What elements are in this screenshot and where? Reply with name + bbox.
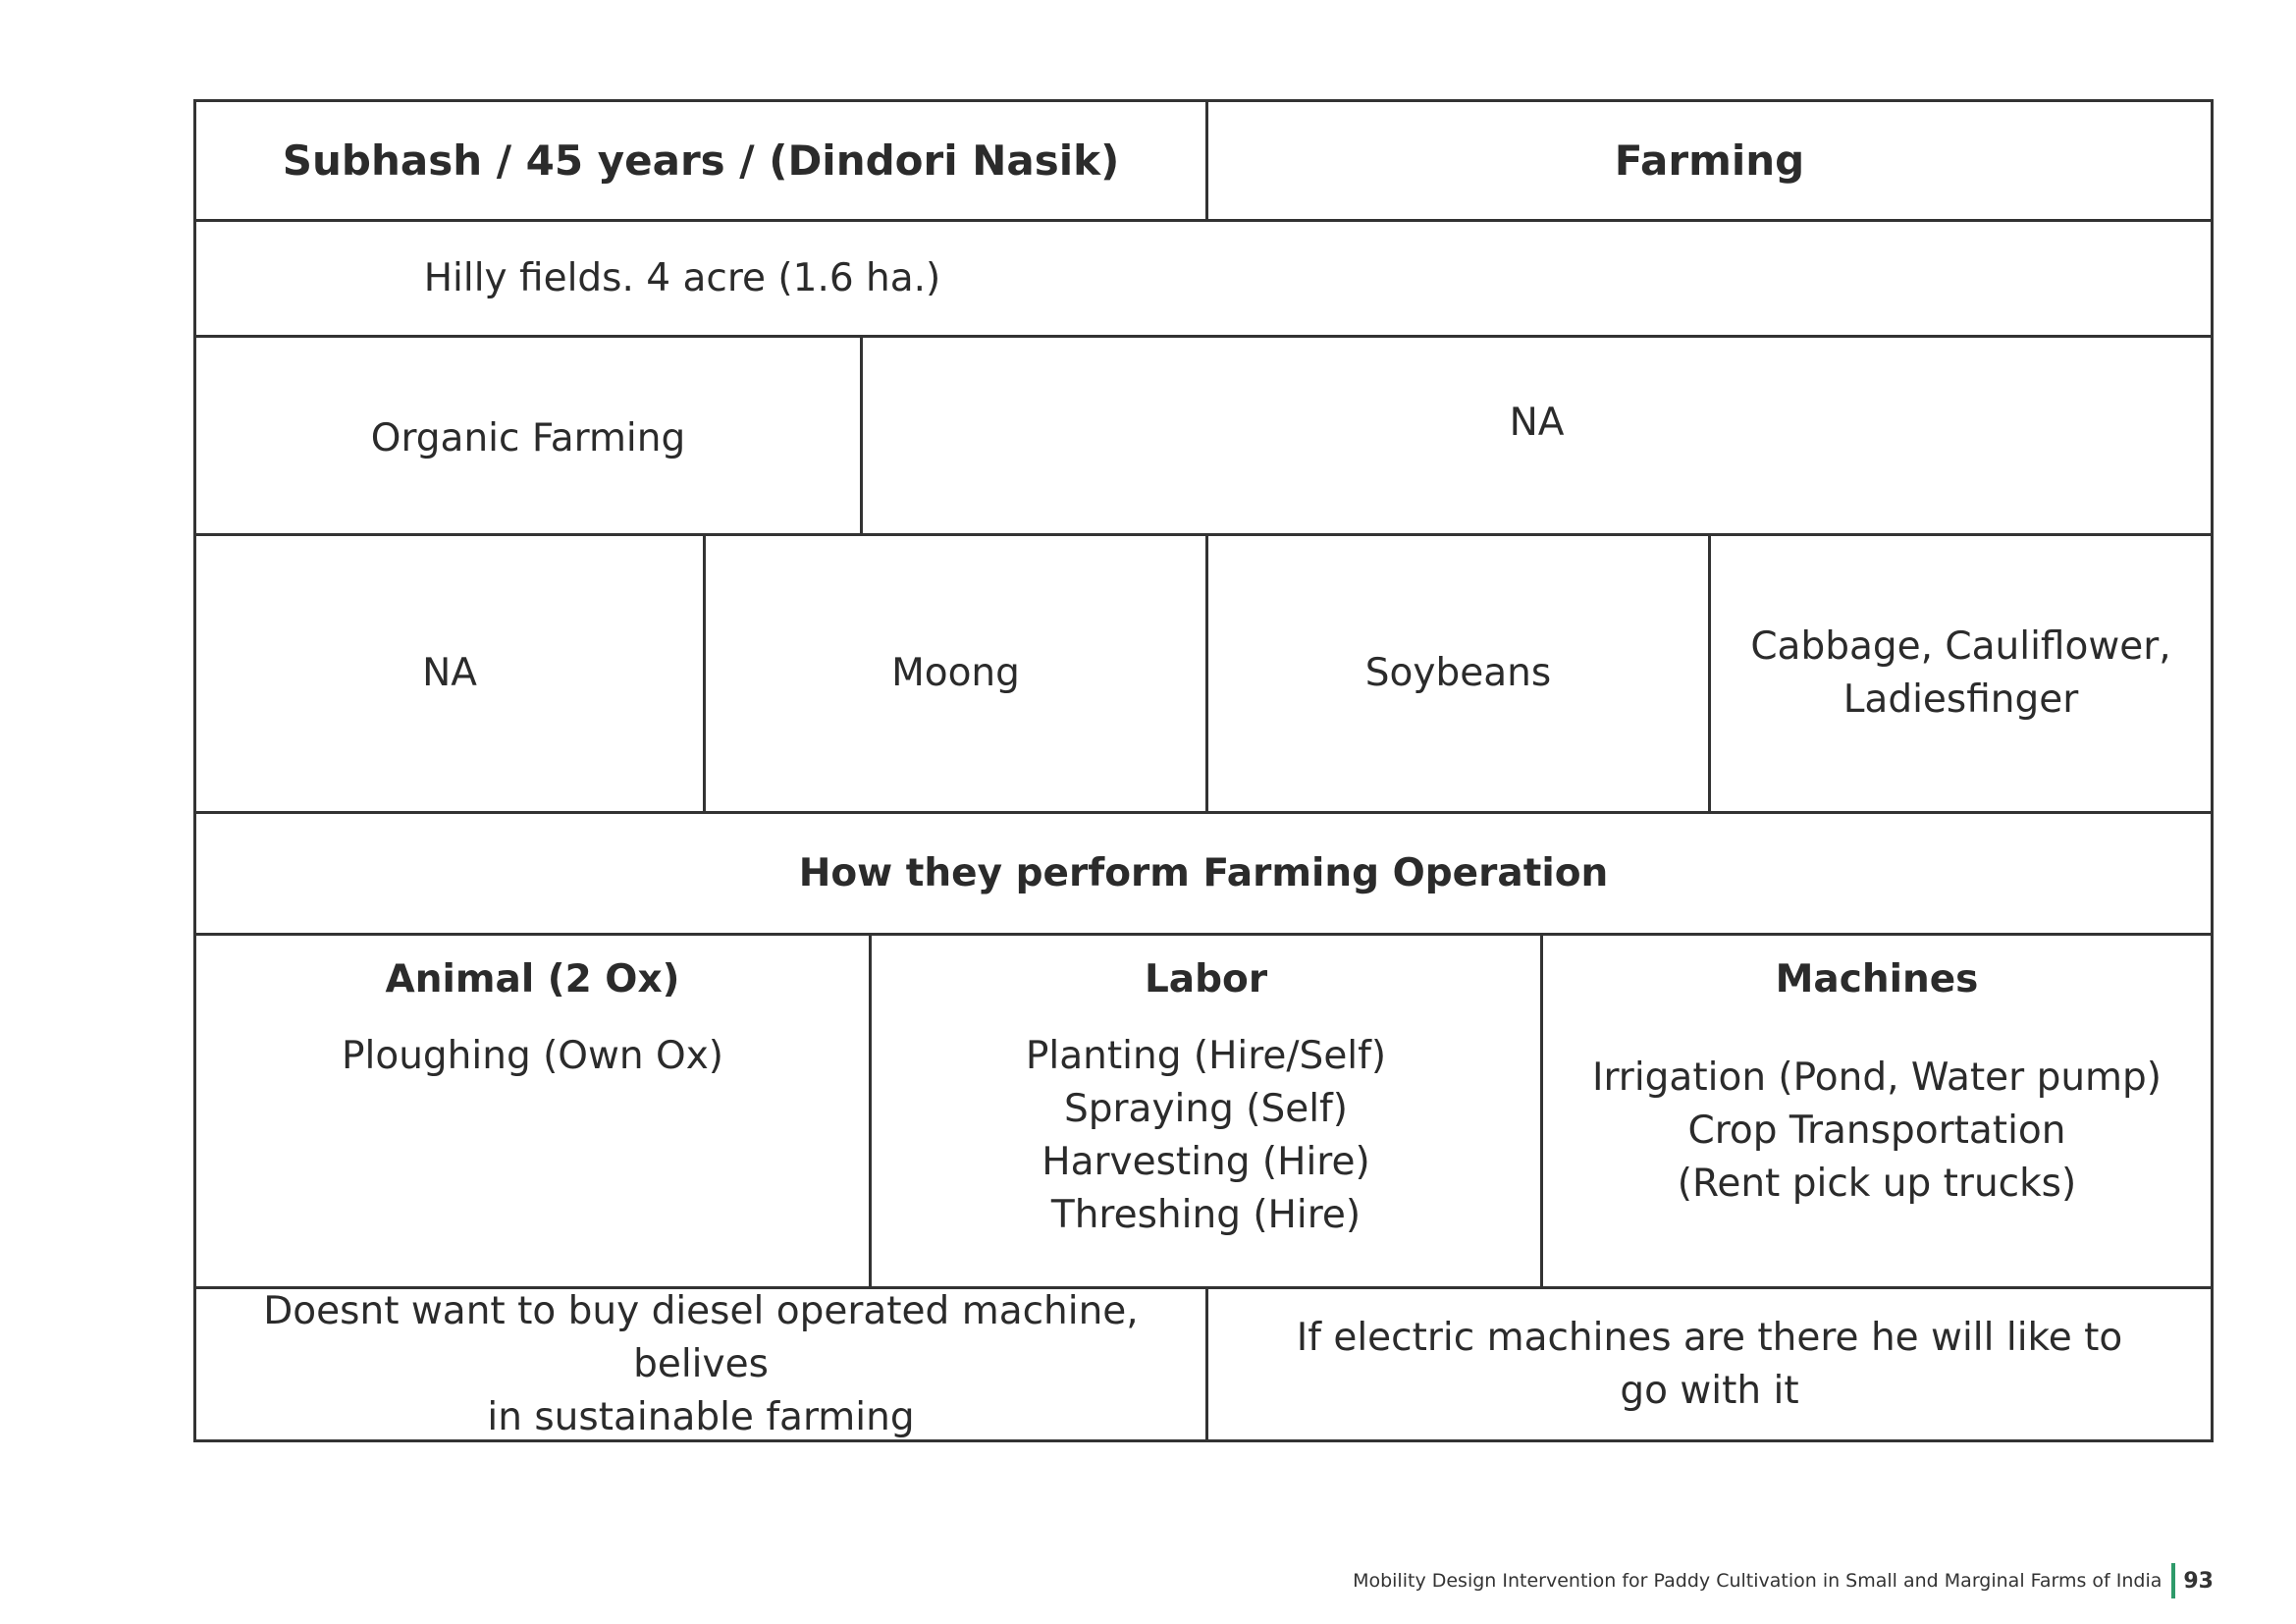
operations-title-row: How they perform Farming Operation: [196, 814, 2211, 936]
operation-animal-cell: Animal (2 Ox) Ploughing (Own Ox): [196, 936, 869, 1286]
operation-item: Harvesting (Hire): [1041, 1140, 1370, 1184]
operation-machines-cell: Machines Irrigation (Pond, Water pump) C…: [1540, 936, 2211, 1286]
operation-machines-head: Machines: [1775, 957, 1979, 1001]
operation-item: (Rent pick up trucks): [1677, 1162, 2077, 1206]
remark-line: go with it: [1620, 1368, 1799, 1413]
remark-right-cell: If electric machines are there he will l…: [1205, 1289, 2211, 1439]
remarks-row: Doesnt want to buy diesel operated machi…: [196, 1289, 2211, 1439]
farmer-profile-table: Subhash / 45 years / (Dindori Nasik) Far…: [193, 99, 2214, 1442]
land-row: Hilly fields. 4 acre (1.6 ha.): [196, 222, 2211, 338]
crop-cell-4: Cabbage, Cauliflower, Ladiesfinger: [1708, 536, 2211, 811]
operations-title: How they perform Farming Operation: [798, 850, 1609, 895]
person-cell: Subhash / 45 years / (Dindori Nasik): [282, 135, 1120, 185]
operation-item: Crop Transportation: [1687, 1109, 2066, 1153]
header-row: Subhash / 45 years / (Dindori Nasik) Far…: [196, 102, 2211, 222]
page-number: 93: [2183, 1568, 2214, 1594]
operations-row: Animal (2 Ox) Ploughing (Own Ox) Labor P…: [196, 936, 2211, 1289]
crop-line: Ladiesfinger: [1842, 677, 2079, 722]
remark-line: Doesnt want to buy diesel operated machi…: [263, 1288, 1139, 1386]
crop-cell-2: Moong: [703, 536, 1205, 811]
operation-item: Irrigation (Pond, Water pump): [1591, 1056, 2163, 1100]
operation-item: Planting (Hire/Self): [1025, 1034, 1387, 1078]
remark-left-cell: Doesnt want to buy diesel operated machi…: [196, 1289, 1205, 1439]
operation-labor-head: Labor: [1144, 957, 1268, 1001]
crop-line: Cabbage, Cauliflower,: [1750, 624, 2171, 669]
crop-line: NA: [422, 651, 477, 695]
crop-cell-3: Soybeans: [1205, 536, 1708, 811]
footer-title: Mobility Design Intervention for Paddy C…: [1353, 1570, 2163, 1592]
occupation-cell: Farming: [1205, 102, 2211, 219]
practice-detail-cell: NA: [860, 338, 2211, 533]
crop-cell-1: NA: [196, 536, 703, 811]
operation-item: Spraying (Self): [1064, 1087, 1348, 1131]
practice-row: Organic Farming NA: [196, 338, 2211, 536]
operation-labor-cell: Labor Planting (Hire/Self) Spraying (Sel…: [869, 936, 1540, 1286]
footer-divider: [2171, 1563, 2176, 1598]
remark-line: in sustainable farming: [487, 1394, 915, 1439]
operation-animal-head: Animal (2 Ox): [385, 957, 680, 1001]
practice-type-cell: Organic Farming: [370, 415, 686, 460]
operation-item: Ploughing (Own Ox): [341, 1034, 724, 1078]
land-cell: Hilly fields. 4 acre (1.6 ha.): [423, 255, 941, 300]
remark-line: If electric machines are there he will l…: [1296, 1315, 2123, 1360]
crop-line: Moong: [891, 651, 1020, 695]
page-footer: Mobility Design Intervention for Paddy C…: [1276, 1561, 2214, 1600]
operation-item: Threshing (Hire): [1050, 1193, 1362, 1237]
crop-line: Soybeans: [1364, 651, 1552, 695]
crops-row: NA Moong Soybeans Cabbage, Cauliflower, …: [196, 536, 2211, 814]
